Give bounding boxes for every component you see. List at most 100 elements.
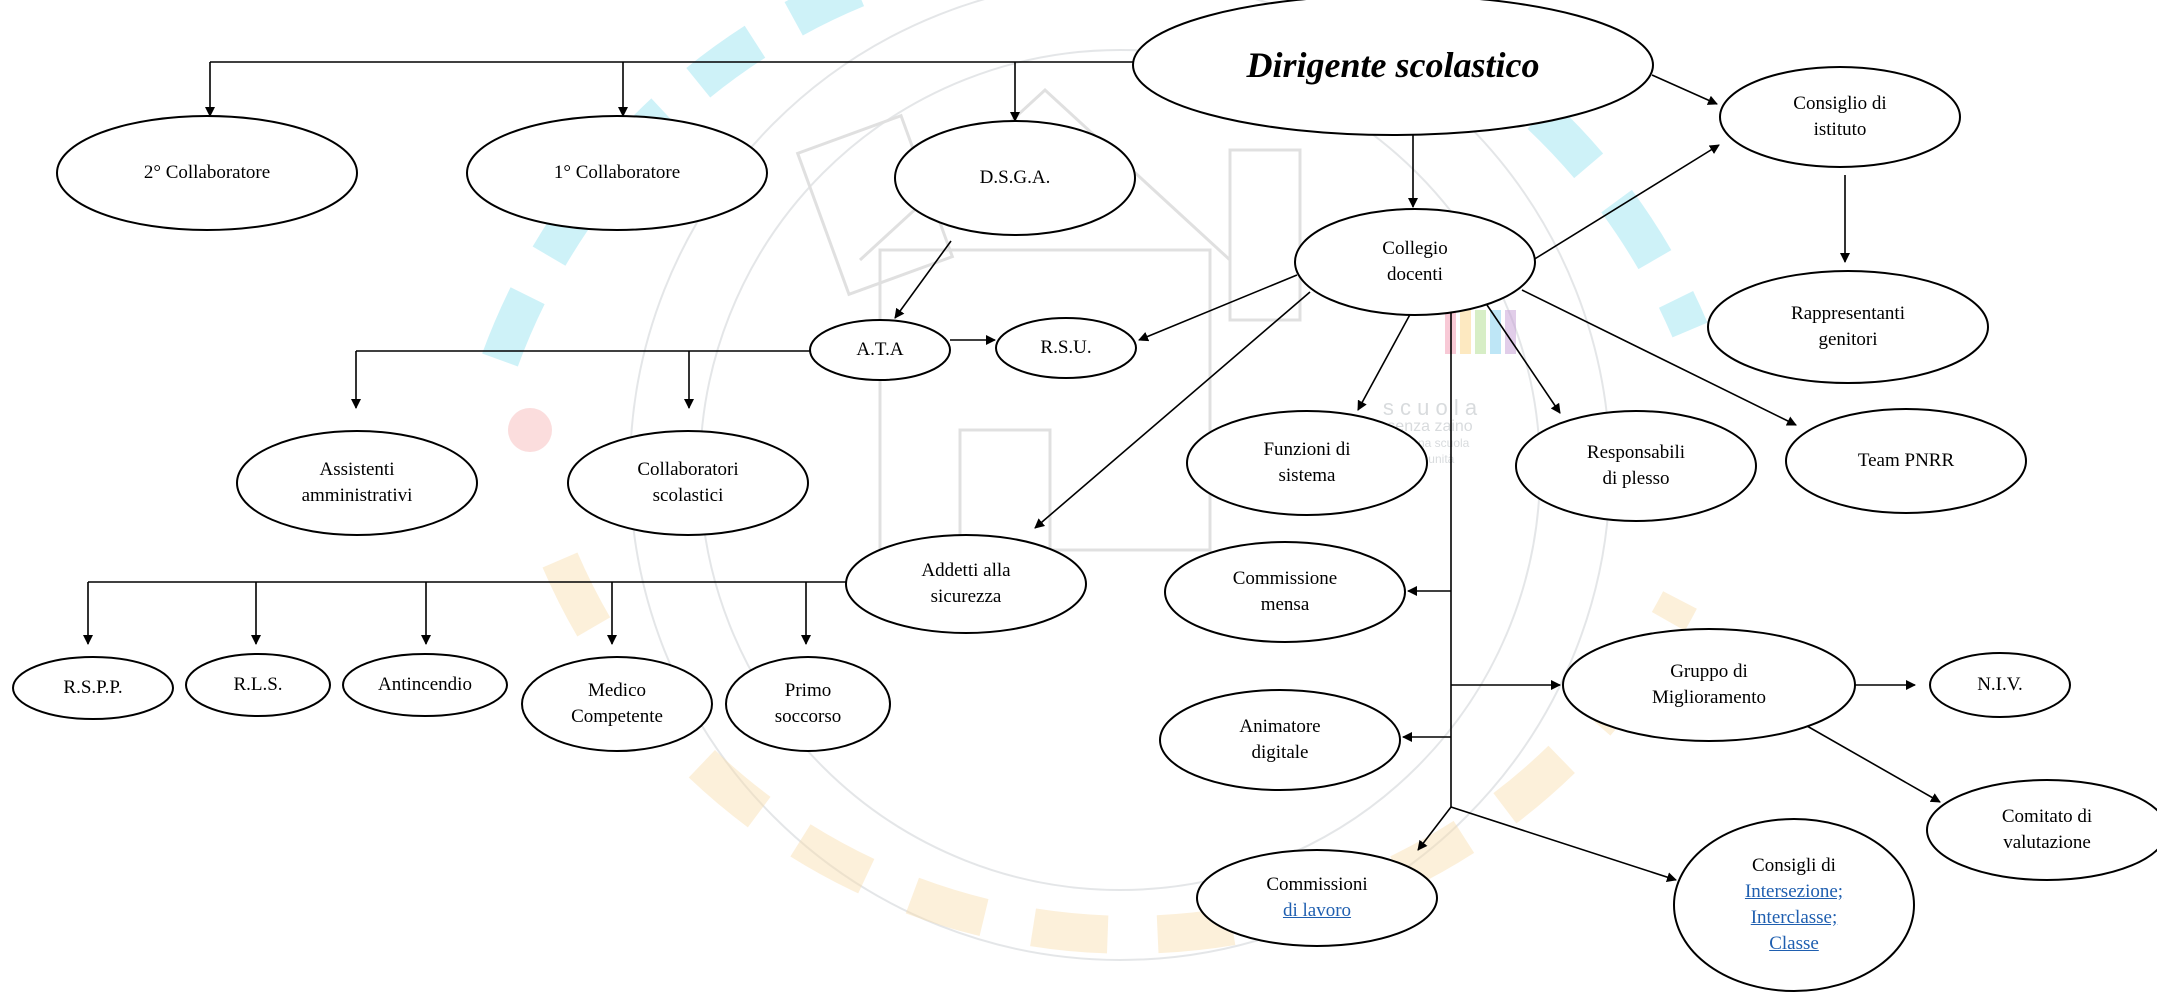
funzioni-sistema-label: sistema bbox=[1278, 465, 1336, 486]
medico-competente-ellipse bbox=[521, 656, 713, 752]
rsu-node: R.S.U. bbox=[996, 318, 1136, 378]
antincendio-node: Antincendio bbox=[343, 654, 507, 716]
animatore-digitale-ellipse bbox=[1159, 689, 1401, 791]
primo-soccorso-ellipse bbox=[725, 656, 891, 752]
rappresentanti-genitori-node: Rappresentanti genitori bbox=[1708, 271, 1988, 383]
rappresentanti-genitori-label: genitori bbox=[1818, 329, 1878, 350]
niv-node: N.I.V. bbox=[1930, 653, 2070, 717]
ata-label: A.T.A bbox=[856, 339, 904, 360]
rls-node: R.L.S. bbox=[186, 654, 330, 716]
collaboratore-1-node: 1° Collaboratore bbox=[467, 116, 767, 230]
funzioni-sistema-ellipse bbox=[1186, 410, 1428, 516]
animatore-digitale-label: Animatore bbox=[1239, 716, 1321, 737]
commissione-mensa-label: mensa bbox=[1260, 594, 1310, 615]
arrow-to-commissioni-lavoro bbox=[1417, 806, 1452, 851]
watermark-bottom-arc bbox=[542, 552, 1697, 954]
primo-soccorso-label: Primo bbox=[784, 680, 832, 701]
addetti-sicurezza-label: Addetti alla bbox=[921, 560, 1011, 581]
team-pnrr-ellipse bbox=[1785, 408, 2027, 514]
gruppo-miglioramento-node: Gruppo di Miglioramento bbox=[1563, 629, 1855, 741]
medico-competente-label: Competente bbox=[571, 706, 663, 727]
consiglio-istituto-label: istituto bbox=[1813, 119, 1867, 140]
ata-node: A.T.A bbox=[810, 320, 950, 380]
watermark-bar bbox=[1460, 310, 1471, 354]
addetti-sicurezza-label: sicurezza bbox=[930, 586, 1002, 607]
consiglio-istituto-node: Consiglio di istituto bbox=[1720, 67, 1960, 167]
commissioni-lavoro-ellipse bbox=[1196, 849, 1438, 947]
commissioni-lavoro-node: Commissioni di lavoro bbox=[1197, 850, 1437, 946]
consigli-link[interactable]: Interclasse; bbox=[1750, 907, 1838, 928]
collegio-docenti-label: docenti bbox=[1387, 264, 1443, 285]
consigli-link[interactable]: Classe bbox=[1769, 933, 1819, 954]
arrow-to-addetti-sicurezza bbox=[1034, 291, 1311, 529]
rsu-ellipse bbox=[995, 317, 1137, 379]
niv-label: N.I.V. bbox=[1977, 674, 2023, 695]
gruppo-miglioramento-ellipse bbox=[1562, 628, 1856, 742]
arrow-to-ata bbox=[894, 240, 952, 319]
arrow-to-team-pnrr bbox=[1521, 289, 1797, 426]
arrow-collegio-to-rsu bbox=[1138, 274, 1298, 342]
connector-lines bbox=[83, 61, 1941, 882]
collegio-docenti-label: Collegio bbox=[1382, 238, 1448, 259]
collegio-docenti-node: Collegio docenti bbox=[1295, 209, 1535, 315]
assistenti-amministrativi-label: amministrativi bbox=[301, 485, 413, 506]
collaboratori-scolastici-label: scolastici bbox=[652, 485, 724, 506]
dirigente-node: Dirigente scolastico bbox=[1133, 0, 1653, 135]
antincendio-label: Antincendio bbox=[378, 674, 472, 695]
arrow-collegio-to-consiglio bbox=[1532, 144, 1720, 261]
consiglio-istituto-label: Consiglio di bbox=[1793, 93, 1887, 114]
rappresentanti-genitori-label: Rappresentanti bbox=[1791, 303, 1905, 324]
arrow-to-funzioni-sistema bbox=[1357, 308, 1414, 411]
watermark-bar bbox=[1490, 310, 1501, 354]
comitato-valutazione-label: Comitato di bbox=[2001, 806, 2093, 827]
arrow-to-responsabili-plesso bbox=[1486, 304, 1561, 414]
collaboratori-scolastici-ellipse bbox=[567, 430, 809, 536]
funzioni-sistema-node: Funzioni di sistema bbox=[1187, 411, 1427, 515]
dirigente-ellipse bbox=[1132, 0, 1654, 136]
commissione-mensa-node: Commissione mensa bbox=[1165, 542, 1405, 642]
medico-competente-label: Medico bbox=[587, 680, 647, 701]
gruppo-miglioramento-label: Gruppo di bbox=[1670, 661, 1748, 682]
consigli-link[interactable]: Intersezione; bbox=[1744, 881, 1844, 902]
node-shapes bbox=[12, 0, 2157, 992]
commissioni-lavoro-label: Commissioni bbox=[1266, 874, 1368, 895]
rspp-ellipse bbox=[12, 656, 174, 720]
addetti-sicurezza-node: Addetti alla sicurezza bbox=[846, 535, 1086, 633]
commissioni-lavoro-link[interactable]: di lavoro bbox=[1282, 900, 1352, 921]
dirigente-label: Dirigente scolastico bbox=[1246, 45, 1540, 85]
rappresentanti-genitori-ellipse bbox=[1707, 270, 1989, 384]
ata-ellipse bbox=[809, 319, 951, 381]
niv-ellipse bbox=[1929, 652, 2071, 718]
collaboratore-1-label: 1° Collaboratore bbox=[553, 162, 681, 183]
gruppo-miglioramento-label: Miglioramento bbox=[1652, 687, 1766, 708]
watermark-bar bbox=[1475, 310, 1486, 354]
commissione-mensa-label: Commissione bbox=[1232, 568, 1338, 589]
rls-label: R.L.S. bbox=[233, 674, 283, 695]
arrow-to-comitato-valutazione bbox=[1792, 717, 1941, 803]
arrow-to-consigli bbox=[1450, 806, 1677, 882]
funzioni-sistema-label: Funzioni di bbox=[1263, 439, 1351, 460]
assistenti-amministrativi-ellipse bbox=[236, 430, 478, 536]
rspp-label: R.S.P.P. bbox=[63, 677, 123, 698]
responsabili-plesso-label: di plesso bbox=[1602, 468, 1670, 489]
responsabili-plesso-label: Responsabili bbox=[1586, 442, 1686, 463]
team-pnrr-node: Team PNRR bbox=[1786, 409, 2026, 513]
watermark-bar bbox=[1505, 310, 1516, 354]
responsabili-plesso-node: Responsabili di plesso bbox=[1516, 411, 1756, 521]
rspp-node: R.S.P.P. bbox=[13, 657, 173, 719]
addetti-sicurezza-ellipse bbox=[845, 534, 1087, 634]
antincendio-ellipse bbox=[342, 653, 508, 717]
dsga-node: D.S.G.A. bbox=[895, 121, 1135, 235]
collegio-docenti-ellipse bbox=[1294, 208, 1536, 316]
collaboratore-2-ellipse bbox=[56, 115, 358, 231]
consiglio-istituto-ellipse bbox=[1719, 66, 1961, 168]
